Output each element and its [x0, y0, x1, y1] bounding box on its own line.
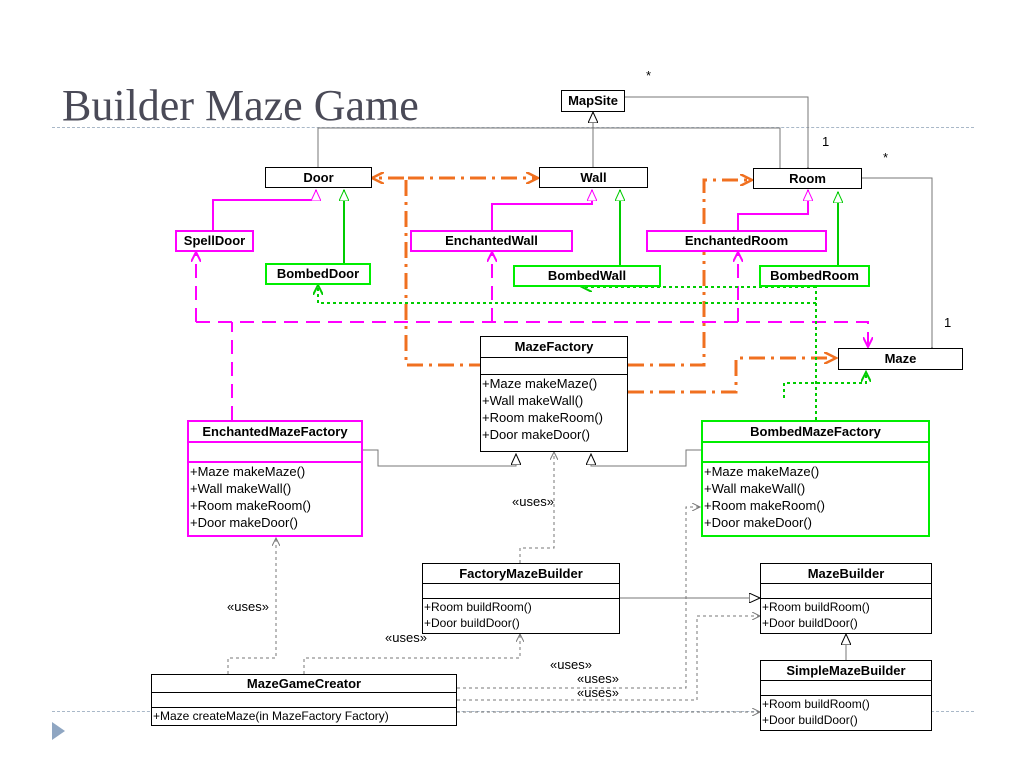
operations-section: +Maze makeMaze() +Wall makeWall() +Room … — [189, 461, 361, 531]
attributes-section — [761, 680, 931, 695]
operation: +Room makeRoom() — [190, 498, 312, 513]
operation: +Door makeDoor() — [482, 427, 591, 442]
operation: +Door buildDoor() — [424, 616, 520, 630]
uses-label: «uses» — [227, 599, 269, 614]
class-enchantedwall[interactable]: EnchantedWall — [410, 230, 573, 252]
operations-section: +Room buildRoom() +Door buildDoor() — [423, 598, 619, 631]
class-name: BombedMazeFactory — [750, 424, 881, 439]
class-name: EnchantedMazeFactory — [202, 424, 348, 439]
operation: +Door buildDoor() — [762, 616, 858, 630]
class-name: EnchantedRoom — [684, 233, 789, 248]
class-bombeddoor[interactable]: BombedDoor — [265, 263, 371, 285]
class-bombedroom[interactable]: BombedRoom — [759, 265, 870, 287]
operations-section: +Room buildRoom() +Door buildDoor() — [761, 695, 931, 728]
class-factorymazebuilder[interactable]: FactoryMazeBuilder +Room buildRoom() +Do… — [422, 563, 620, 634]
class-mapsite[interactable]: MapSite — [561, 90, 625, 112]
operation: +Wall makeWall() — [704, 481, 806, 496]
class-name: BombedWall — [547, 268, 627, 283]
class-name: MazeFactory — [514, 339, 594, 354]
class-name: BombedDoor — [276, 266, 360, 281]
uses-label: «uses» — [385, 630, 427, 645]
operation: +Maze makeMaze() — [704, 464, 820, 479]
operation: +Room makeRoom() — [704, 498, 826, 513]
class-name: MazeBuilder — [807, 566, 885, 581]
class-name: Room — [789, 171, 826, 186]
operation: +Door makeDoor() — [704, 515, 813, 530]
operation: +Room makeRoom() — [482, 410, 604, 425]
uses-label: «uses» — [512, 494, 554, 509]
class-spelldoor[interactable]: SpellDoor — [175, 230, 254, 252]
class-name: MapSite — [568, 93, 618, 108]
operation: +Maze makeMaze() — [190, 464, 306, 479]
multiplicity-label: 1 — [944, 315, 952, 330]
class-mazebuilder[interactable]: MazeBuilder +Room buildRoom() +Door buil… — [760, 563, 932, 634]
multiplicity-label: * — [883, 150, 889, 165]
uses-label: «uses» — [577, 671, 619, 686]
attributes-section — [481, 357, 627, 374]
class-name: EnchantedWall — [445, 233, 538, 248]
class-name: BombedRoom — [770, 268, 859, 283]
operation: +Wall makeWall() — [190, 481, 292, 496]
operation: +Door buildDoor() — [762, 713, 858, 727]
class-maze[interactable]: Maze — [838, 348, 963, 370]
operation: +Room buildRoom() — [762, 600, 870, 614]
attributes-section — [189, 441, 361, 461]
class-bombedwall[interactable]: BombedWall — [513, 265, 661, 287]
class-name: SimpleMazeBuilder — [786, 663, 906, 678]
class-mazegamecreator[interactable]: MazeGameCreator +Maze createMaze(in Maze… — [151, 674, 457, 726]
class-name: MazeGameCreator — [246, 676, 362, 691]
slide-title: Builder Maze Game — [62, 81, 419, 130]
multiplicity-label: 1 — [822, 134, 830, 149]
operation: +Maze makeMaze() — [482, 376, 598, 391]
attributes-section — [423, 583, 619, 598]
attributes-section — [761, 583, 931, 598]
class-mazefactory[interactable]: MazeFactory +Maze makeMaze() +Wall makeW… — [480, 336, 628, 452]
operations-section: +Maze makeMaze() +Wall makeWall() +Room … — [703, 461, 928, 531]
class-name: Maze — [884, 351, 917, 366]
operation: +Maze createMaze(in MazeFactory Factory) — [153, 709, 389, 723]
attributes-section — [152, 692, 456, 707]
class-name: Door — [303, 170, 334, 185]
class-bombedmazefactory[interactable]: BombedMazeFactory +Maze makeMaze() +Wall… — [701, 420, 930, 537]
class-enchantedroom[interactable]: EnchantedRoom — [646, 230, 827, 252]
class-wall[interactable]: Wall — [539, 167, 648, 188]
operation: +Room buildRoom() — [424, 600, 532, 614]
operations-section: +Maze makeMaze() +Wall makeWall() +Room … — [481, 374, 627, 443]
operation: +Wall makeWall() — [482, 393, 584, 408]
class-door[interactable]: Door — [265, 167, 372, 188]
class-simplemazebuilder[interactable]: SimpleMazeBuilder +Room buildRoom() +Doo… — [760, 660, 932, 731]
class-room[interactable]: Room — [753, 168, 862, 189]
nav-arrow-icon[interactable] — [52, 722, 65, 740]
operation: +Room buildRoom() — [762, 697, 870, 711]
operations-section: +Room buildRoom() +Door buildDoor() — [761, 598, 931, 631]
class-name: SpellDoor — [183, 233, 246, 248]
class-name: FactoryMazeBuilder — [459, 566, 583, 581]
class-enchantedmazefactory[interactable]: EnchantedMazeFactory +Maze makeMaze() +W… — [187, 420, 363, 537]
uses-label: «uses» — [577, 685, 619, 700]
operations-section: +Maze createMaze(in MazeFactory Factory) — [152, 707, 456, 724]
uses-label: «uses» — [550, 657, 592, 672]
multiplicity-label: * — [646, 68, 652, 83]
class-name: Wall — [580, 170, 607, 185]
attributes-section — [703, 441, 928, 461]
operation: +Door makeDoor() — [190, 515, 299, 530]
